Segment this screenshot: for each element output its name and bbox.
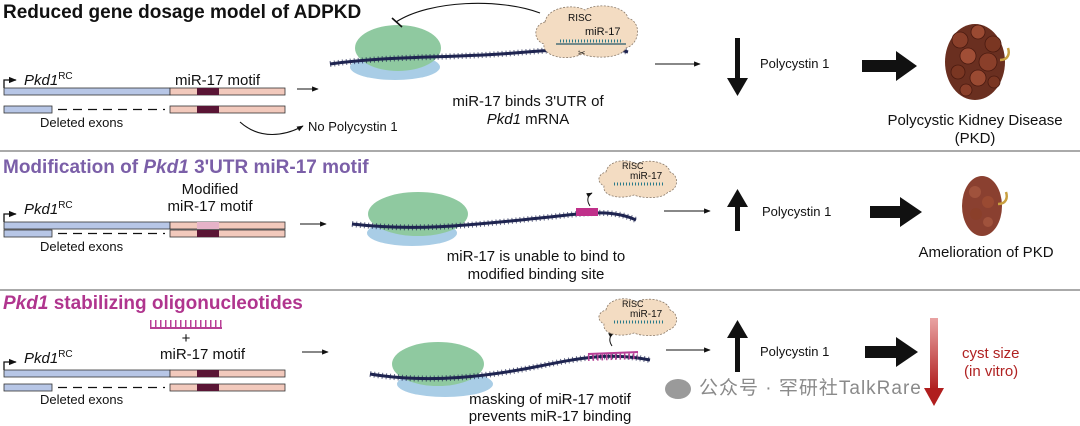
gene-name: Pkd1	[24, 72, 59, 89]
motif-label-1: miR-17 motif	[175, 72, 261, 89]
binding-caption-3a: masking of miR-17 motif	[469, 391, 631, 408]
no-polycystin-label: No Polycystin 1	[308, 119, 398, 134]
inhibition-arc-1	[395, 2, 541, 23]
polycystic-kidney-icon	[945, 24, 1010, 100]
outcome-arrow-2	[870, 197, 922, 227]
risc-label-3: RISC	[622, 299, 644, 309]
polycystin-label-1: Polycystin 1	[760, 56, 830, 71]
cyst-size-label-a: cyst size	[962, 345, 1020, 362]
gene-name: Pkd1	[24, 201, 59, 218]
ribosome-3	[392, 342, 493, 397]
section3-title: Pkd1 stabilizing oligonucleotides	[3, 294, 303, 313]
gene-name: Pkd1	[24, 350, 59, 367]
risc-label-2: RISC	[622, 161, 644, 171]
outcome-arrow-1	[862, 51, 917, 81]
motif-label-3: miR-17 motif	[160, 346, 246, 363]
gene-superscript: RC	[58, 71, 73, 82]
cyst-decrease-arrow	[924, 318, 944, 406]
risc-label-1: RISC	[568, 13, 592, 24]
no-protein-arrow	[239, 121, 304, 135]
outcome-label-1b: (PKD)	[954, 130, 996, 147]
binding-caption-2a: miR-17 is unable to bind to	[446, 248, 626, 265]
polycystin-label-3: Polycystin 1	[760, 344, 830, 359]
section2-title: Modification of Pkd1 3'UTR miR-17 motif	[3, 158, 369, 177]
risc-complex-1: ✂	[535, 5, 638, 58]
section2-title-gene: Pkd1	[143, 157, 189, 178]
increase-arrow-2	[727, 189, 748, 231]
section2-title-prefix: Modification of	[3, 157, 144, 178]
gene-label-3: Pkd1RC	[24, 349, 73, 367]
modified-motif-label-b: miR-17 motif	[167, 198, 253, 215]
section2-title-suffix: 3'UTR miR-17 motif	[188, 157, 369, 178]
section3-title-gene: Pkd1	[3, 293, 49, 314]
outcome-arrow-3	[865, 337, 918, 367]
binding-caption-3b: prevents miR-17 binding	[468, 408, 632, 425]
section1-title: Reduced gene dosage model of ADPKD	[3, 2, 362, 23]
deleted-exons-label-1: Deleted exons	[40, 115, 124, 130]
gene-construct-1	[3, 76, 286, 114]
watermark-text: 公众号 · 罕研社TalkRare	[699, 378, 922, 399]
wechat-icon	[665, 378, 691, 399]
binding-caption-1a: miR-17 binds 3'UTR of	[452, 93, 604, 110]
decrease-arrow	[727, 38, 748, 96]
outcome-label-1a: Polycystic Kidney Disease	[887, 112, 1063, 129]
section3-title-rest: stabilizing oligonucleotides	[48, 293, 303, 314]
binding-caption-1b: Pkd1 mRNA	[487, 112, 570, 127]
risc-complex-3	[598, 298, 677, 337]
increase-arrow-3	[727, 320, 748, 372]
binding-mrna: mRNA	[520, 111, 570, 128]
polycystin-label-2: Polycystin 1	[762, 204, 832, 219]
svg-text:✂: ✂	[578, 48, 586, 58]
outcome-label-2: Amelioration of PKD	[918, 244, 1054, 261]
gene-construct-2	[3, 210, 286, 238]
gene-superscript: RC	[58, 200, 73, 211]
deleted-exons-label-3: Deleted exons	[40, 392, 124, 407]
deleted-exons-label-2: Deleted exons	[40, 239, 124, 254]
modified-site-2	[576, 208, 598, 216]
modified-motif-label-a: Modified	[181, 181, 239, 198]
mir17-label-2: miR-17	[630, 171, 663, 182]
gene-label-1: Pkd1RC	[24, 71, 73, 89]
risc-complex-2	[598, 160, 677, 199]
ribosome-2	[367, 192, 468, 246]
binding-gene: Pkd1	[486, 111, 521, 128]
improved-kidney-icon	[962, 176, 1008, 236]
ribosome-1	[350, 25, 441, 80]
watermark: 公众号 · 罕研社TalkRare	[665, 373, 922, 400]
cyst-size-label-b: (in vitro)	[964, 363, 1019, 380]
oligonucleotide	[150, 320, 222, 329]
gene-construct-3	[3, 358, 286, 392]
mir17-label-1: miR-17	[585, 26, 621, 38]
masking-oligo	[587, 351, 639, 361]
gene-label-2: Pkd1RC	[24, 200, 73, 218]
binding-caption-2b: modified binding site	[467, 266, 605, 283]
mir17-label-3: miR-17	[630, 309, 663, 320]
plus-sign: +	[181, 330, 191, 347]
gene-superscript: RC	[58, 349, 73, 360]
